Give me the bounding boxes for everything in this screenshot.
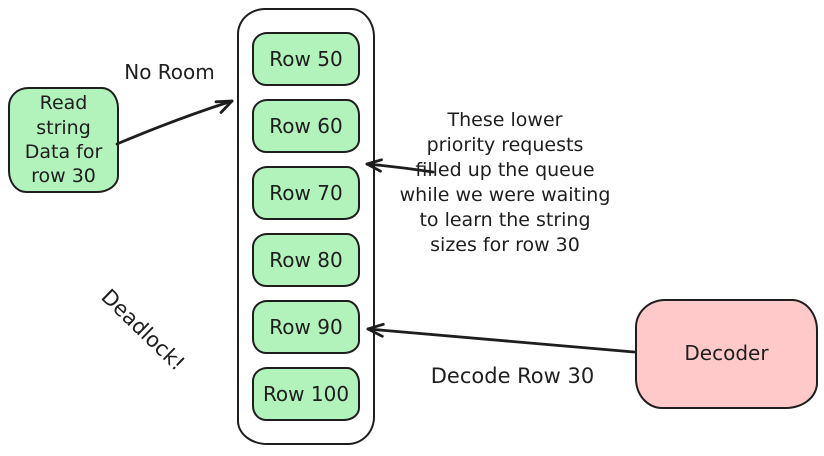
no-room-label: No Room (124, 60, 215, 84)
no-room-arrow (115, 99, 234, 146)
queue-row-90: Row 90 (252, 300, 360, 354)
queue-row-50: Row 50 (252, 32, 360, 86)
queue-row-60: Row 60 (252, 99, 360, 153)
deadlock-label: Deadlock! (96, 284, 190, 376)
decode-arrow (366, 322, 636, 354)
decode-row-label: Decode Row 30 (430, 364, 595, 388)
request-queue: Row 50 Row 60 Row 70 Row 80 Row 90 Row 1… (237, 8, 375, 445)
read-string-request-node: Read string Data for row 30 (8, 87, 119, 193)
queue-row-100: Row 100 (252, 367, 360, 421)
decoder-node: Decoder (635, 299, 818, 409)
queue-row-70: Row 70 (252, 166, 360, 220)
queue-row-80: Row 80 (252, 233, 360, 287)
queue-annotation-text: These lower priority requests filled up … (399, 109, 611, 256)
